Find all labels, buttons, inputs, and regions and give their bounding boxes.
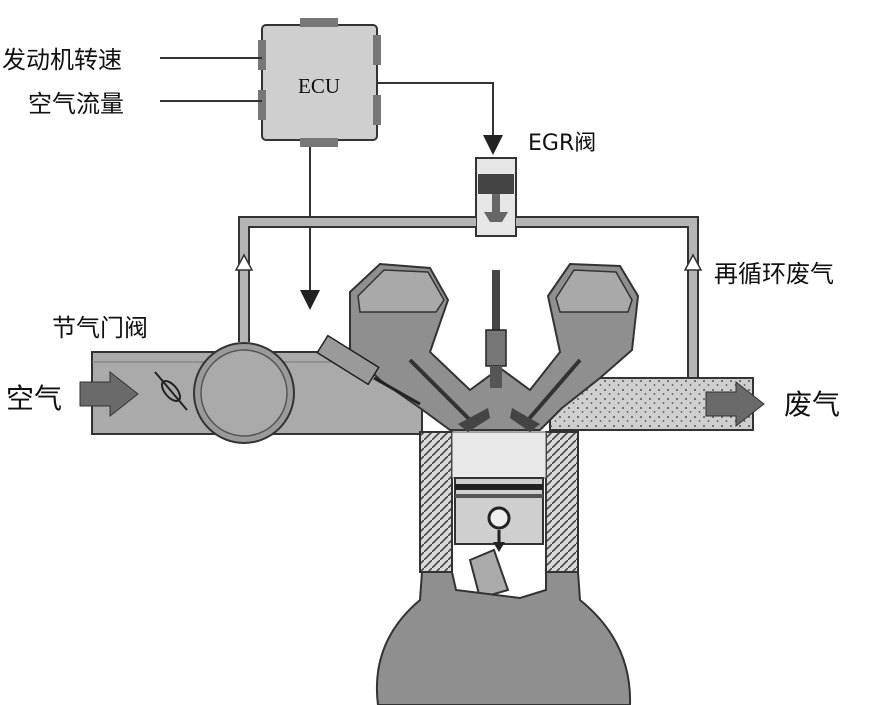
fuel-injector [316,334,421,406]
throttle-valve-label: 节气门阀 [52,314,148,342]
exhaust-gas-label: 废气 [784,388,840,421]
exhaust-arrow [705,380,765,428]
intake-air-label: 空气 [6,382,62,415]
intake-valve [408,358,490,432]
throttle-valve [154,371,188,411]
connecting-rod [468,548,510,600]
cylinder-wall-right [545,431,579,573]
egr-pipe [234,216,703,378]
ecu-unit: ECU [258,18,381,147]
ecu-to-egr-signal [377,82,503,155]
air-flow-label: 空气流量 [28,90,124,118]
recirculated-exhaust-label: 再循环废气 [714,260,834,288]
spark-plug [485,270,507,388]
intake-plenum [193,342,295,444]
exhaust-valve [510,358,582,432]
combustion-chamber [451,431,547,479]
ecu-label: ECU [298,74,340,98]
cylinder-wall-left [419,431,453,573]
cylinder-head [349,262,640,431]
egr-valve [475,157,517,237]
piston [454,477,544,552]
engine-speed-label: 发动机转速 [2,46,122,74]
crankcase [375,571,632,705]
egr-valve-label: EGR阀 [528,131,596,156]
intake-arrow [79,370,139,418]
